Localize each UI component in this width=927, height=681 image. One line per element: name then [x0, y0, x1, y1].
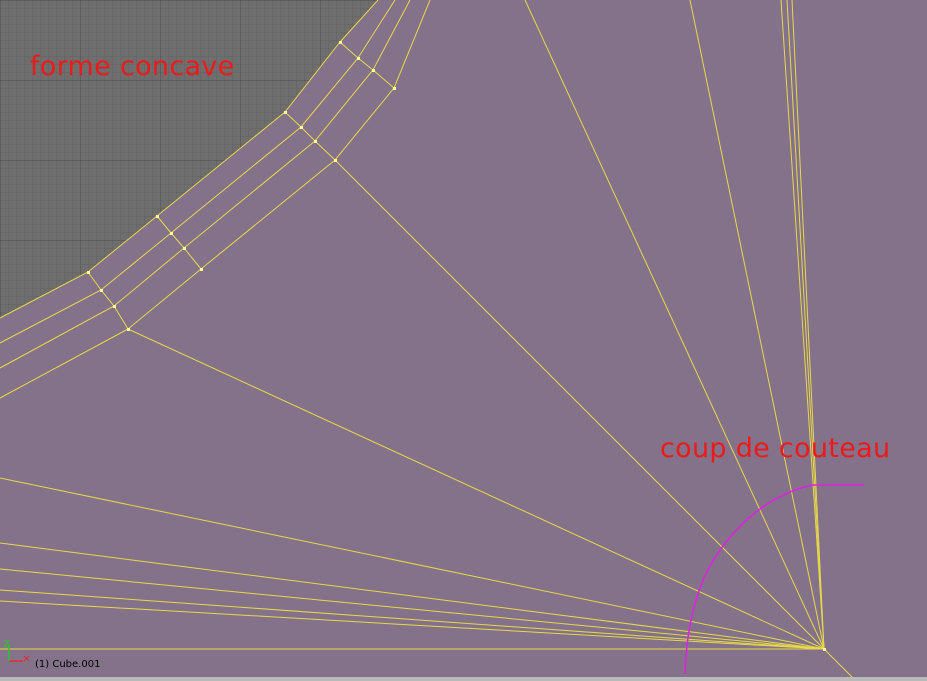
object-info-label: (1) Cube.001	[35, 659, 101, 670]
xyz-axis-gizmo-icon	[2, 640, 30, 662]
concave-grid	[0, 0, 378, 318]
viewport-bottom-border	[0, 677, 927, 681]
mesh-edges[interactable]	[0, 0, 857, 681]
annotation-concave-shape: forme concave	[30, 51, 235, 82]
annotation-knife-cut: coup de couteau	[660, 433, 891, 464]
mesh-vertices[interactable]	[87, 41, 826, 651]
knife-cut-line	[684, 484, 864, 675]
